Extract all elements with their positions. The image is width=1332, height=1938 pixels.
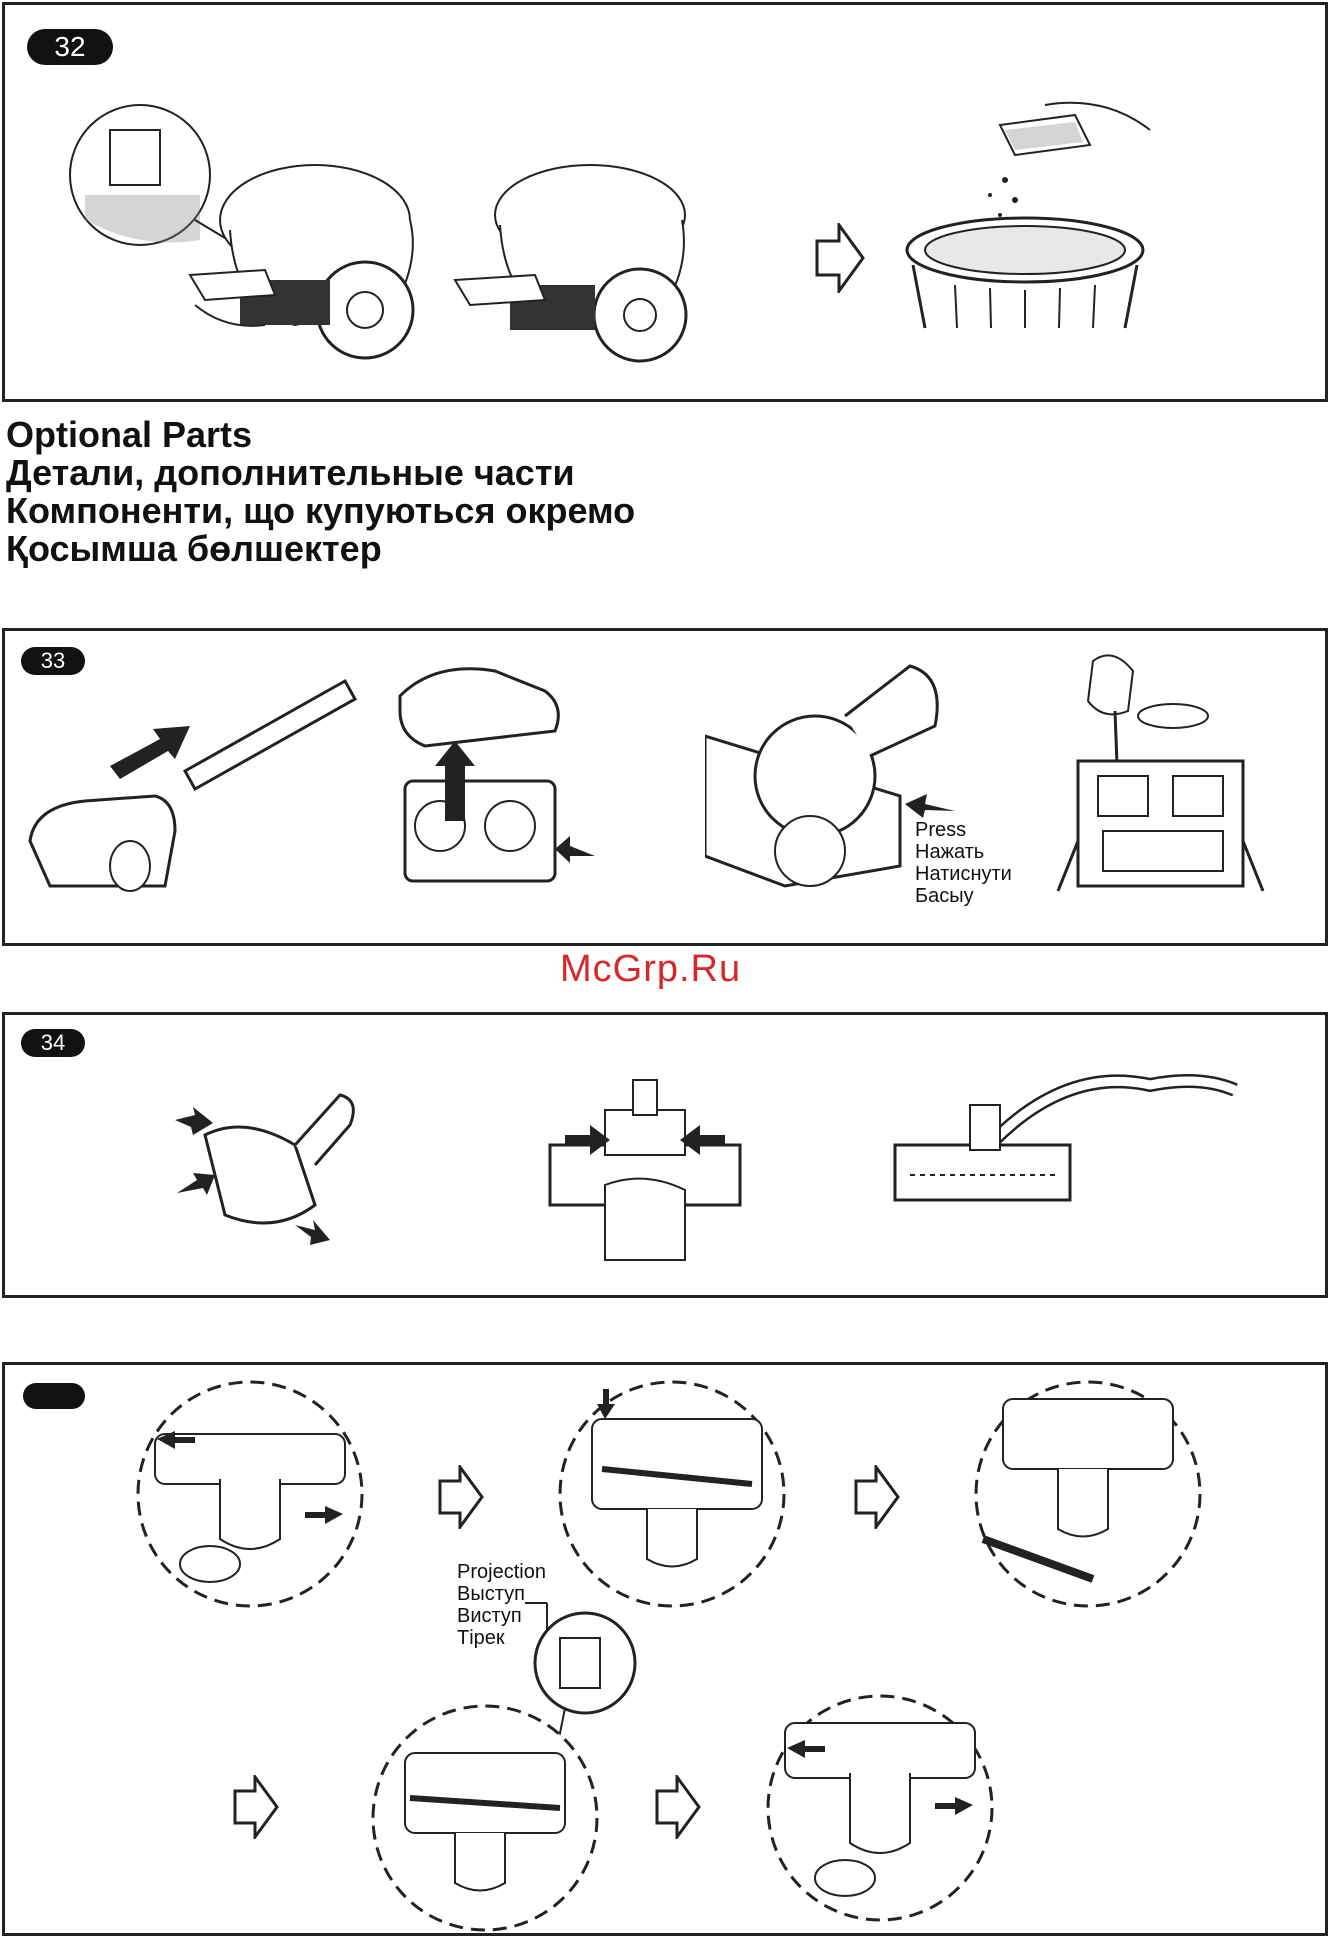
- turbo-brush-attach-illustration: [25, 671, 365, 901]
- step-34-number: 34: [41, 1030, 65, 1055]
- heading-line-kk: Қосымша бөлшектер: [6, 530, 635, 568]
- step-34-badge: 34: [21, 1029, 85, 1057]
- heading-line-ru: Детали, дополнительные части: [6, 454, 635, 492]
- step-33-panel: 33 Press Нажать Натиснути: [2, 628, 1328, 946]
- projection-label-en: Projection: [457, 1561, 546, 1583]
- step-32-badge: 32: [27, 29, 113, 65]
- brush-latch-squeeze-illustration: [545, 1075, 745, 1265]
- step-33-number: 33: [41, 648, 65, 673]
- press-label-ru: Нажать: [915, 841, 1012, 863]
- detail-circle-3: [973, 1379, 1203, 1609]
- step-32-number: 32: [54, 31, 85, 62]
- screwdriver-unscrew-illustration: [1053, 641, 1268, 911]
- heading-line-uk: Компоненти, що купуються окремо: [6, 492, 635, 530]
- press-label-en: Press: [915, 819, 1012, 841]
- brush-hand-clip-illustration: [165, 1075, 365, 1255]
- step-32-panel: 32: [2, 2, 1328, 402]
- press-label: Press Нажать Натиснути Басыу: [915, 819, 1012, 907]
- vacuum-filter-removal-illustration: [450, 155, 730, 375]
- heading-line-en: Optional Parts: [6, 416, 635, 454]
- optional-parts-heading: Optional Parts Детали, дополнительные ча…: [6, 416, 635, 568]
- step-34-panel: 34: [2, 1012, 1328, 1298]
- press-label-kk: Басыу: [915, 885, 1012, 907]
- brush-hose-attached-illustration: [890, 1045, 1250, 1215]
- watermark: McGrp.Ru: [560, 948, 741, 991]
- detail-circle-4-with-projection-zoom: [365, 1593, 655, 1933]
- vacuum-with-filter-detail-illustration: [65, 100, 445, 380]
- step-35-panel: Projection Выступ Виступ Тірек: [2, 1362, 1328, 1936]
- detail-circle-1: [135, 1379, 365, 1609]
- filter-emptying-into-bin-illustration: [885, 100, 1165, 330]
- detail-circle-5: [765, 1693, 995, 1923]
- turbo-brush-cover-open-illustration: [395, 651, 615, 921]
- press-label-uk: Натиснути: [915, 863, 1012, 885]
- hollow-right-arrow-icon: [438, 1465, 484, 1534]
- hollow-right-arrow-icon: [655, 1775, 701, 1844]
- hollow-right-arrow-icon: [233, 1775, 279, 1844]
- step-35-badge: [23, 1383, 85, 1409]
- detail-circle-2: [557, 1379, 787, 1609]
- hollow-right-arrow-icon: [815, 223, 865, 298]
- hollow-right-arrow-icon: [854, 1465, 900, 1534]
